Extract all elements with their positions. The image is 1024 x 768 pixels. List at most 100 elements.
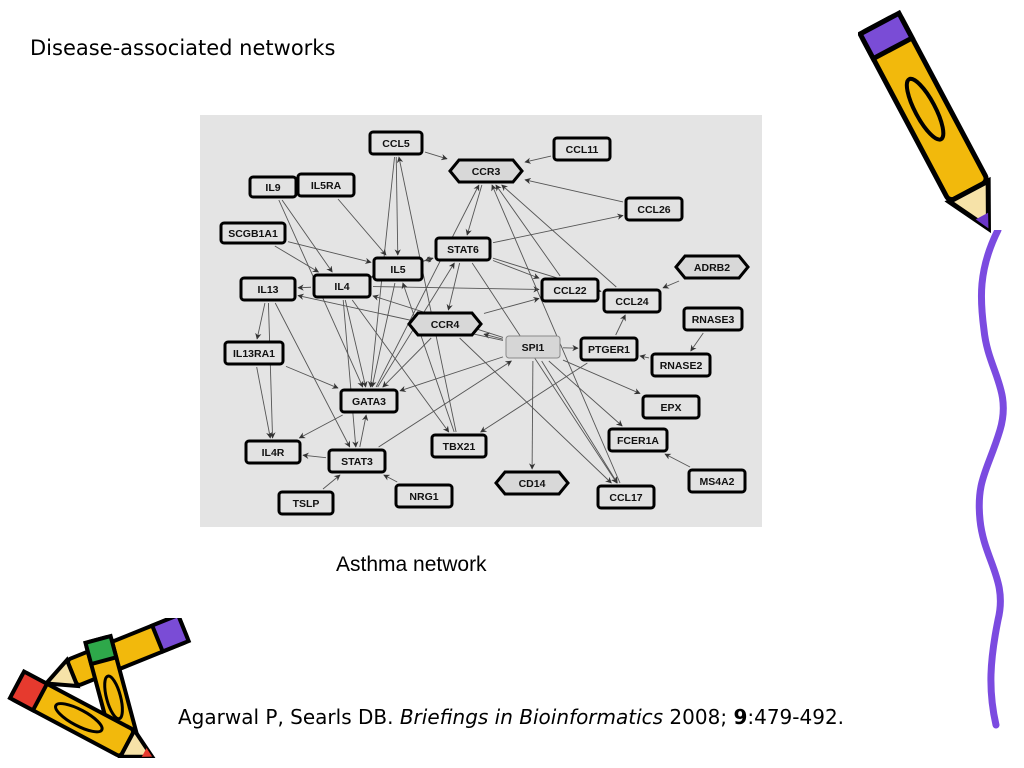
node-il5-box — [372, 256, 424, 282]
node-ccl26-label: CCL26 — [637, 204, 670, 216]
edge-ccl24-ccr3 — [501, 184, 617, 288]
edge-stat6-ccl17 — [471, 262, 618, 484]
edge-il4-ccl22 — [372, 286, 540, 293]
node-il5-label: IL5 — [390, 264, 405, 276]
edge-spi1-fcer1a — [548, 360, 623, 427]
node-fcer1a-box — [607, 427, 669, 453]
node-tbx21: TBX21 — [430, 433, 488, 459]
node-ccl17-label: CCL17 — [609, 492, 642, 504]
edge-il5-gata3 — [370, 282, 396, 388]
node-cd14-box — [494, 470, 570, 496]
edge-ms4a2-fcer1a — [664, 453, 691, 468]
node-rnase3-label: RNASE3 — [692, 314, 735, 326]
edge-stat3-il4r — [302, 452, 327, 459]
node-tbx21-box — [430, 433, 488, 459]
edge-ccr4-ccl22 — [483, 296, 540, 314]
node-ccl17: CCL17 — [596, 484, 656, 510]
edge-scgb1a1-il5 — [287, 241, 372, 264]
edge-il4-stat3 — [342, 299, 359, 448]
node-il4-box — [312, 273, 372, 299]
node-rnase2-box — [650, 352, 712, 378]
node-ccl11-box — [552, 136, 612, 162]
slide-title: Disease-associated networks — [30, 36, 336, 60]
edge-stat6-ccl26 — [492, 213, 624, 244]
node-gata3: GATA3 — [339, 388, 399, 414]
edge-rnase3-rnase2 — [690, 332, 704, 352]
pencil-clipart-top-right — [858, 9, 991, 234]
citation-pages: :479-492. — [747, 705, 845, 729]
node-scgb1a1: SCGB1A1 — [219, 221, 287, 245]
edge-ccl22-ccr3 — [495, 184, 561, 277]
citation: Agarwal P, Searls DB. Briefings in Bioin… — [178, 705, 844, 729]
node-ccl24-box — [602, 288, 662, 314]
node-cd14-label: CD14 — [519, 478, 546, 490]
node-rnase3-box — [682, 306, 744, 332]
figure-caption: Asthma network — [336, 553, 487, 576]
edge-il13ra1-il4r — [256, 366, 273, 439]
node-ccl5-label: CCL5 — [382, 138, 410, 150]
node-il5ra: IL5RA — [296, 172, 356, 198]
edge-il9-il4 — [281, 199, 333, 273]
node-stat3-label: STAT3 — [341, 456, 373, 468]
edge-scgb1a1-il4 — [274, 245, 320, 273]
citation-authors: Agarwal P, Searls DB. — [178, 705, 400, 729]
node-ccl11-label: CCL11 — [566, 144, 599, 156]
node-stat3: STAT3 — [327, 448, 387, 474]
node-rnase2: RNASE2 — [650, 352, 712, 378]
node-tslp-label: TSLP — [293, 498, 320, 510]
node-il13-box — [239, 276, 297, 302]
node-ccl22: CCL22 — [540, 277, 600, 303]
edge-spi1-cd14 — [528, 360, 536, 470]
citation-volume: 9 — [733, 705, 748, 729]
node-nrg1-box — [394, 483, 454, 509]
edge-il13-il13ra1 — [255, 302, 266, 340]
edge-stat3-spi1 — [378, 360, 512, 448]
edge-il5ra-il5 — [337, 198, 387, 256]
node-adrb2-box — [674, 254, 750, 280]
edge-ccr4-gata3 — [382, 337, 432, 388]
node-ms4a2: MS4A2 — [687, 468, 747, 494]
edge-ccl17-ccr3 — [491, 184, 621, 484]
node-il4r-label: IL4R — [262, 447, 285, 459]
edge-ccl26-ccr3 — [524, 177, 624, 203]
node-ccl22-box — [540, 277, 600, 303]
node-scgb1a1-box — [219, 221, 287, 245]
node-adrb2: ADRB2 — [674, 254, 750, 280]
node-epx-box — [641, 394, 701, 420]
node-epx: EPX — [641, 394, 701, 420]
node-ccl5: CCL5 — [368, 130, 424, 156]
node-ccr3-box — [448, 158, 524, 184]
node-ccr3-label: CCR3 — [472, 166, 501, 178]
edge-ccr3-stat6 — [465, 184, 483, 236]
node-ms4a2-box — [687, 468, 747, 494]
node-il9-box — [248, 175, 298, 199]
node-rnase3: RNASE3 — [682, 306, 744, 332]
node-ccl26: CCL26 — [624, 196, 684, 222]
edge-spi1-ccl17 — [541, 360, 618, 484]
node-ccr3: CCR3 — [448, 158, 524, 184]
node-ccl17-box — [596, 484, 656, 510]
node-ptger1-box — [579, 336, 639, 362]
node-il5ra-box — [296, 172, 356, 198]
edge-il13-il4r — [267, 302, 276, 439]
edge-adrb2-ccl24 — [662, 280, 680, 289]
edge-gata3-ccr3 — [375, 184, 480, 388]
edge-ptger1-tbx21 — [480, 362, 588, 433]
node-tbx21-label: TBX21 — [443, 441, 476, 453]
node-scgb1a1-label: SCGB1A1 — [228, 228, 278, 240]
node-il4: IL4 — [312, 273, 372, 299]
edge-rnase2-ptger1 — [639, 354, 650, 361]
node-il4-label: IL4 — [334, 281, 349, 293]
node-spi1: SPI1 — [505, 335, 561, 359]
node-fcer1a-label: FCER1A — [617, 435, 659, 447]
edge-ccl5-il5 — [394, 156, 401, 256]
node-ccr4: CCR4 — [407, 311, 483, 337]
edge-stat6-ccr4 — [446, 262, 461, 311]
node-gata3-box — [339, 388, 399, 414]
node-stat6-box — [434, 236, 492, 262]
node-il4r: IL4R — [244, 439, 302, 465]
node-cd14: CD14 — [494, 470, 570, 496]
node-ccr4-label: CCR4 — [431, 319, 460, 331]
